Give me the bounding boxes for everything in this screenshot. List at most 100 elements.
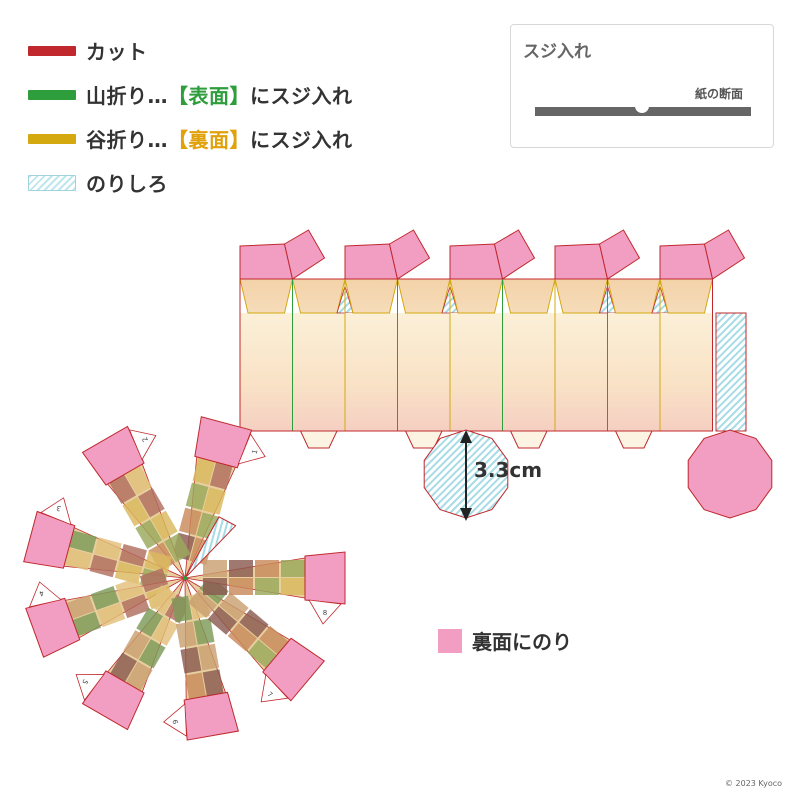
check-tile xyxy=(193,618,215,645)
mountain-fold-suffix: にスジ入れ xyxy=(250,84,353,108)
check-tile xyxy=(180,646,202,674)
check-tile xyxy=(125,465,152,495)
check-tile xyxy=(209,462,233,490)
petal-pink-tip xyxy=(81,670,145,731)
check-tile xyxy=(164,533,191,563)
legend-cut: カット xyxy=(28,36,148,65)
check-tile xyxy=(255,578,279,595)
legend-glue-tab: のりしろ xyxy=(28,168,168,197)
petal xyxy=(184,516,237,579)
petal-number-tab xyxy=(308,599,342,625)
check-tile xyxy=(184,672,206,700)
valley-fold-suffix: にスジ入れ xyxy=(250,128,353,152)
body-panel xyxy=(607,313,660,431)
check-tile xyxy=(229,560,253,577)
check-tile xyxy=(109,474,137,504)
bottom-tab xyxy=(614,430,653,449)
check-tile xyxy=(136,607,163,637)
bottom-polygon-pink xyxy=(687,429,773,519)
check-tile xyxy=(122,497,150,527)
check-tile xyxy=(90,585,120,611)
body-outline xyxy=(239,278,713,432)
check-tile xyxy=(151,616,179,646)
top-cap xyxy=(554,243,609,280)
check-tile xyxy=(281,560,305,577)
petal-number: 1 xyxy=(251,449,260,455)
petal-number: 3 xyxy=(56,504,62,513)
check-tile xyxy=(259,625,289,655)
check-tile xyxy=(135,519,163,549)
body-panel xyxy=(397,313,450,431)
check-tile xyxy=(175,621,197,648)
wheel-center xyxy=(183,576,187,580)
body-panel xyxy=(292,313,345,431)
check-tile xyxy=(171,595,193,623)
dimension-arrow xyxy=(460,430,472,521)
check-tile xyxy=(185,482,209,511)
petal-number-tab xyxy=(237,433,266,465)
glue-swatch xyxy=(438,628,462,653)
petal-pink-tip xyxy=(304,551,346,605)
score-notch xyxy=(635,99,649,113)
cut-line-swatch xyxy=(28,45,76,56)
petal-number: 8 xyxy=(323,609,327,617)
neck-panel xyxy=(659,278,714,314)
check-tile xyxy=(203,487,226,515)
petal-number: 6 xyxy=(171,719,180,725)
check-tile xyxy=(97,602,126,628)
neck-panel xyxy=(449,278,504,314)
legend-valley-fold: 谷折り… 【裏面】 にスジ入れ xyxy=(28,124,353,153)
top-cap-flap xyxy=(703,229,746,280)
body-panel xyxy=(502,313,555,431)
check-tile xyxy=(89,554,118,578)
top-cap-flap xyxy=(388,229,431,280)
petal-number-tab xyxy=(128,429,157,461)
petal-pink-tip xyxy=(183,691,240,741)
scoring-panel-title: スジ入れ xyxy=(523,42,591,62)
petal: 7 xyxy=(184,575,326,703)
neck-panel xyxy=(239,278,294,314)
bottom-tab xyxy=(509,430,548,449)
neck-panel xyxy=(344,278,399,314)
check-tile xyxy=(110,652,137,682)
check-tile xyxy=(121,593,150,619)
check-tile xyxy=(255,560,279,577)
petal: 8 xyxy=(184,551,346,625)
top-cap xyxy=(344,243,399,280)
check-tile xyxy=(119,543,147,567)
top-cap xyxy=(239,243,294,280)
top-cap-flap xyxy=(598,229,641,280)
petal-number-tab xyxy=(40,497,72,526)
neck-panel xyxy=(291,278,346,314)
pink-decagon xyxy=(687,429,773,519)
check-tile xyxy=(69,530,97,554)
petal-pink-tip xyxy=(262,637,326,702)
body-panel xyxy=(240,313,293,431)
top-cap-flap xyxy=(493,229,536,280)
petal-number-tab xyxy=(75,673,105,701)
check-tile xyxy=(123,630,150,660)
dimension-label: 3.3cm xyxy=(474,458,543,482)
valley-fold-swatch xyxy=(28,133,76,144)
check-tile xyxy=(227,622,258,652)
petal-number: 2 xyxy=(141,435,150,443)
top-cap xyxy=(659,243,714,280)
glue-tab-column xyxy=(715,312,747,432)
check-tile xyxy=(138,488,165,518)
legend-mountain-fold: 山折り… 【表面】 にスジ入れ xyxy=(28,80,353,109)
check-tile xyxy=(187,589,218,619)
bottom-tab xyxy=(299,430,338,449)
check-tile xyxy=(179,507,202,536)
body-panel xyxy=(660,313,713,431)
check-tile xyxy=(125,661,153,691)
check-tile xyxy=(149,585,176,615)
petal-pink-tip xyxy=(194,416,253,469)
check-tile xyxy=(203,578,227,595)
copyright: © 2023 Kyoco xyxy=(724,779,782,788)
petal-number: 5 xyxy=(80,678,89,686)
top-cap xyxy=(449,243,504,280)
check-tile xyxy=(144,550,173,574)
check-tile xyxy=(202,669,224,697)
petal: 1 xyxy=(172,416,266,579)
petal-number-tab xyxy=(28,581,62,608)
